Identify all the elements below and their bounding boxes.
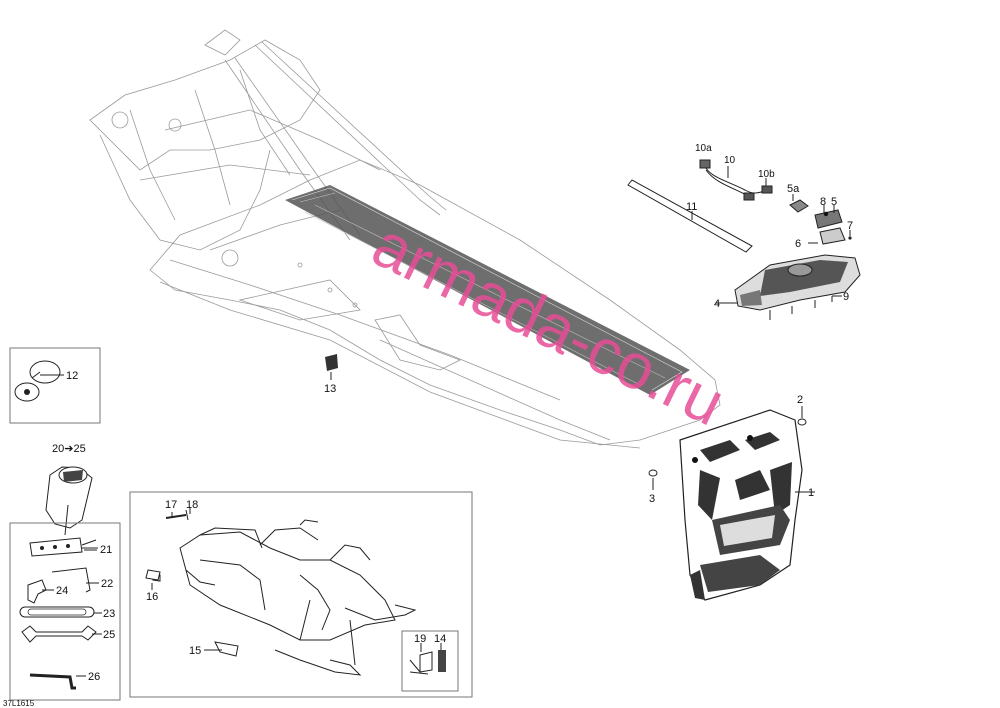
tunnel-cooler xyxy=(285,185,690,395)
tool-pouch-part-20 xyxy=(45,466,93,536)
callout-10: 10 xyxy=(724,155,736,166)
callout-19: 19 xyxy=(414,633,426,645)
callout-14: 14 xyxy=(434,633,446,645)
callout-25: 25 xyxy=(103,629,115,641)
snowmobile-illustration xyxy=(145,509,417,676)
callout-16: 16 xyxy=(146,591,158,603)
callout-18: 18 xyxy=(186,499,198,511)
watermark-text: armada-co.ru xyxy=(362,208,736,440)
callout-10a: 10a xyxy=(695,143,712,154)
light-bracket-parts-5-8 xyxy=(789,199,852,245)
nut-part-2 xyxy=(797,406,807,426)
callout-15: 15 xyxy=(189,645,201,657)
tool-part-21 xyxy=(29,537,98,557)
part-12-box xyxy=(9,347,101,424)
hex-key-part-26 xyxy=(29,673,76,690)
snow-flap-part-1 xyxy=(679,409,803,601)
callout-4: 4 xyxy=(714,298,720,310)
strap-part-23 xyxy=(19,606,95,618)
callout-labels: 1 2 3 4 5a 8 5 7 6 9 10a 10 10b 11 12 13… xyxy=(3,143,853,708)
wiring-harness-part-10 xyxy=(699,159,773,201)
clip-part-13 xyxy=(325,354,338,380)
callout-3: 3 xyxy=(649,493,655,505)
callout-17: 17 xyxy=(165,499,177,511)
decal-parts-19-14 xyxy=(409,650,446,675)
wrench-part-22 xyxy=(51,567,91,593)
callout-7: 7 xyxy=(847,220,853,232)
callout-1: 1 xyxy=(808,487,814,499)
callout-8: 8 xyxy=(820,196,826,208)
sled-decals-box xyxy=(129,491,473,698)
callout-11: 11 xyxy=(686,201,697,213)
callout-20-25: 20➔25 xyxy=(52,443,86,455)
callout-23: 23 xyxy=(103,608,115,620)
callout-5a: 5a xyxy=(787,183,800,195)
tool-part-24 xyxy=(27,579,47,604)
spanner-part-25 xyxy=(21,625,97,643)
callout-6: 6 xyxy=(795,238,801,250)
mirror-part-12 xyxy=(14,360,61,402)
taillight-housing-part-4 xyxy=(734,254,861,320)
callout-22: 22 xyxy=(101,578,113,590)
tool-kit-box xyxy=(9,522,121,701)
parts-19-14-box xyxy=(401,630,459,692)
callout-24: 24 xyxy=(56,585,68,597)
callout-12: 12 xyxy=(66,370,78,382)
callout-13: 13 xyxy=(324,383,336,395)
leader-lines xyxy=(40,166,851,677)
callout-26: 26 xyxy=(88,671,100,683)
callout-5: 5 xyxy=(831,196,837,208)
washer-part-3 xyxy=(648,469,658,490)
callout-21: 21 xyxy=(100,544,112,556)
callout-10b: 10b xyxy=(758,169,775,180)
drawing-code: 37L1615 xyxy=(3,699,35,708)
callout-2: 2 xyxy=(797,394,803,406)
callout-9: 9 xyxy=(843,291,849,303)
trim-strip-part-11 xyxy=(627,179,753,253)
